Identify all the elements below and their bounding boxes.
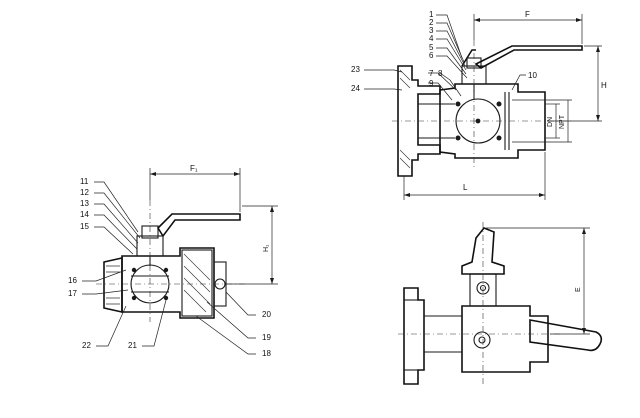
npt-thread: [512, 99, 545, 143]
part-number: 6: [429, 51, 434, 60]
part-number: 17: [68, 289, 77, 298]
part-number: 13: [80, 199, 89, 208]
dimension-f: F: [473, 10, 583, 44]
leaders-top: [364, 14, 526, 101]
part-number: 10: [528, 71, 537, 80]
dimension-e: E: [486, 227, 590, 335]
dimension-h: H: [548, 45, 607, 122]
part-number: 15: [80, 222, 89, 231]
part-number: 5: [429, 43, 434, 52]
part-number: 18: [262, 349, 271, 358]
part-number: 14: [80, 210, 89, 219]
dimension-dn-npt: DN NPT: [545, 99, 572, 143]
part-number: 21: [128, 341, 137, 350]
svg-text:NPT: NPT: [559, 114, 566, 129]
view-valve-exterior: E: [398, 222, 603, 385]
svg-text:F: F: [525, 10, 530, 19]
part-number: 8: [438, 69, 443, 78]
part-number: 16: [68, 276, 77, 285]
dimension-l: L: [403, 152, 546, 200]
part-number: 9: [429, 79, 434, 88]
leaders-left: [82, 181, 256, 355]
svg-text:H₁: H₁: [263, 244, 270, 252]
thread-left: [106, 265, 120, 305]
svg-text:F₁: F₁: [190, 164, 198, 173]
part-number: 11: [80, 177, 89, 186]
view-flanged-valve-section: 1 2 3 4 5 6 7 8 9 10 23 24 F H: [351, 10, 607, 200]
part-number: 23: [351, 65, 360, 74]
part-number: 2: [429, 18, 434, 27]
part-number: 4: [429, 34, 434, 43]
part-number: 20: [262, 310, 271, 319]
svg-text:H: H: [601, 81, 607, 90]
part-number: 22: [82, 341, 91, 350]
view-union-valve-section: 11 12 13 14 15 16 17 18 19 20 21 22 F₁ H…: [68, 164, 278, 358]
dimension-h1: H₁: [226, 205, 278, 285]
svg-text:DN: DN: [547, 117, 554, 127]
part-number: 12: [80, 188, 89, 197]
part-number: 7: [429, 69, 434, 78]
ball-center-mark: [475, 118, 481, 124]
part-number: 3: [429, 26, 434, 35]
svg-text:L: L: [463, 183, 468, 192]
part-number: 19: [262, 333, 271, 342]
part-number: 1: [429, 10, 434, 19]
svg-text:E: E: [575, 287, 582, 292]
part-number: 24: [351, 84, 360, 93]
dimension-f1: F₁: [149, 164, 241, 212]
